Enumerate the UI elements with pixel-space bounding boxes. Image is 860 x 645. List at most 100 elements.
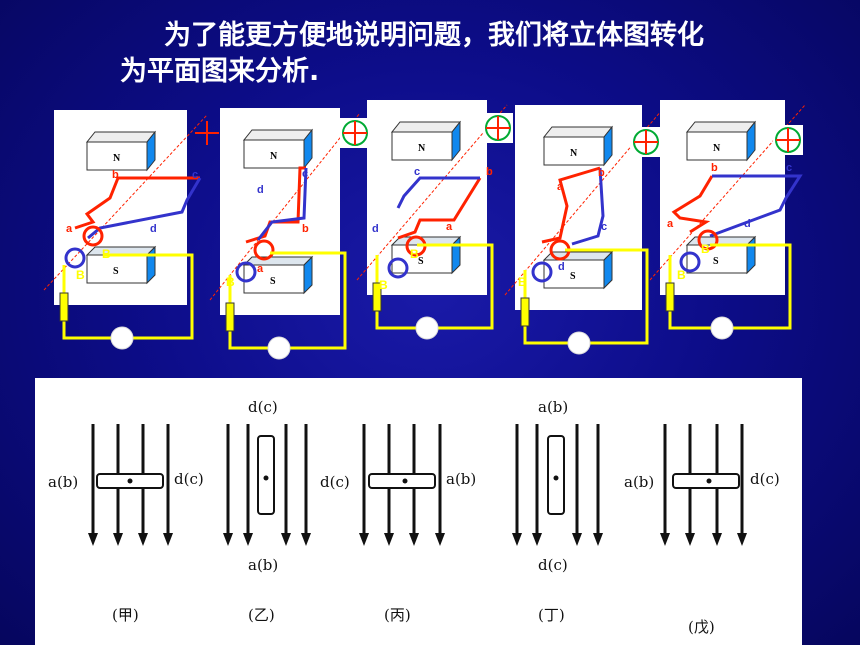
coil-label-c: c [414, 166, 420, 178]
south-magnet-side [303, 255, 313, 295]
field-arrow-icon [435, 533, 445, 546]
cross-section-5: a(b)d(c)(戊) [624, 424, 780, 636]
north-magnet-side [746, 120, 756, 162]
south-pole-label: S [418, 256, 424, 267]
title-line-2: 为平面图来分析. [120, 56, 320, 87]
caption: (丁) [538, 606, 565, 624]
axis-dot [263, 475, 269, 481]
north-magnet-top [242, 129, 314, 141]
coil-label-B2: B [76, 268, 85, 282]
coil-label-a: a [667, 218, 674, 230]
brush [665, 282, 675, 312]
coil-label-d: d [150, 223, 157, 235]
coil-label-b: b [598, 167, 605, 179]
coil-label-b: b [302, 223, 309, 235]
top-label: d(c) [248, 398, 278, 416]
brush [59, 292, 69, 322]
coil-label-a: a [557, 181, 564, 193]
south-magnet-side [603, 250, 613, 290]
field-arrow-icon [660, 533, 670, 546]
slip-ring-blue [64, 247, 86, 269]
south-pole-label: S [713, 256, 719, 267]
coil-label-c: c [302, 168, 308, 180]
field-arrow-icon [384, 533, 394, 546]
axis-dot [553, 475, 559, 481]
slip-ring-red [82, 225, 104, 247]
left-label: d(c) [320, 473, 350, 491]
left-label: a(b) [48, 473, 78, 491]
cross-section-1: a(b)d(c)(甲) [48, 424, 204, 624]
coil-label-b: b [711, 162, 718, 174]
caption: (乙) [248, 606, 275, 624]
axis-dot [127, 478, 133, 484]
coil-label-a: a [446, 221, 453, 233]
coil-label-c: c [601, 221, 607, 233]
south-pole-label: S [270, 276, 276, 287]
right-label: d(c) [174, 470, 204, 488]
cross-section-2: d(c)a(b)(乙) [223, 398, 311, 624]
coil-label-B1: B [701, 242, 710, 256]
ammeter [267, 336, 291, 360]
coil-label-B1: B [226, 275, 235, 289]
cross-section-3: d(c)a(b)(丙) [320, 424, 476, 624]
field-arrow-icon [685, 533, 695, 546]
coil-section [368, 473, 436, 489]
caption: (丙) [384, 606, 411, 624]
north-magnet-side [451, 120, 461, 162]
field-arrow-icon [281, 533, 291, 546]
coil-label-a: a [66, 223, 73, 235]
slide-title: 为了能更方便地说明问题，我们将立体图转化 为平面图来分析. [120, 18, 760, 90]
north-magnet-top [685, 121, 757, 133]
title-line-1: 为了能更方便地说明问题，我们将立体图转化 [164, 20, 704, 51]
slip-ring-blue [679, 251, 701, 273]
field-arrow-icon [532, 533, 542, 546]
north-magnet-side [303, 128, 313, 170]
coil-label-d: d [257, 184, 264, 196]
rotation-indicator-icon [340, 118, 370, 148]
north-pole-label: N [270, 151, 278, 162]
coil-label-b: b [112, 169, 119, 181]
cross-section-4: a(b)d(c)(丁) [512, 398, 603, 624]
north-magnet-top [542, 126, 614, 138]
rotation-indicator-icon [773, 125, 803, 155]
top-label: a(b) [538, 398, 568, 416]
coil-blue-side [571, 167, 605, 246]
coil-section [547, 435, 565, 515]
field-arrow-icon [88, 533, 98, 546]
axis-dot [402, 478, 408, 484]
coil-label-B1: B [410, 247, 419, 261]
field-arrow-icon [593, 533, 603, 546]
rotation-axis [649, 104, 806, 281]
coil-red-side [541, 166, 601, 244]
north-pole-label: N [570, 148, 578, 159]
brush [372, 282, 382, 312]
brush [520, 297, 530, 327]
south-pole-label: S [570, 271, 576, 282]
coil-label-B2: B [677, 268, 686, 282]
north-pole-label: N [713, 143, 721, 154]
rotation-indicator-icon [631, 127, 661, 157]
left-label: a(b) [624, 473, 654, 491]
coil-blue-side [396, 176, 480, 209]
coil-blue-side [87, 177, 202, 240]
south-pole-label: S [113, 266, 119, 277]
ammeter [567, 331, 591, 355]
coil-label-c: c [192, 169, 198, 181]
field-arrow-icon [113, 533, 123, 546]
coil-label-d: d [558, 261, 565, 273]
coil-red-side [397, 177, 482, 240]
slip-ring-blue [531, 261, 553, 283]
north-magnet-side [146, 130, 156, 172]
field-arrow-icon [243, 533, 253, 546]
rotation-axis [356, 104, 508, 281]
axis-dot [706, 478, 712, 484]
north-magnet-top [85, 131, 157, 143]
field-arrow-icon [223, 533, 233, 546]
north-pole-label: N [418, 143, 426, 154]
cross-section-panel [35, 378, 802, 645]
coil-label-a: a [257, 263, 264, 275]
